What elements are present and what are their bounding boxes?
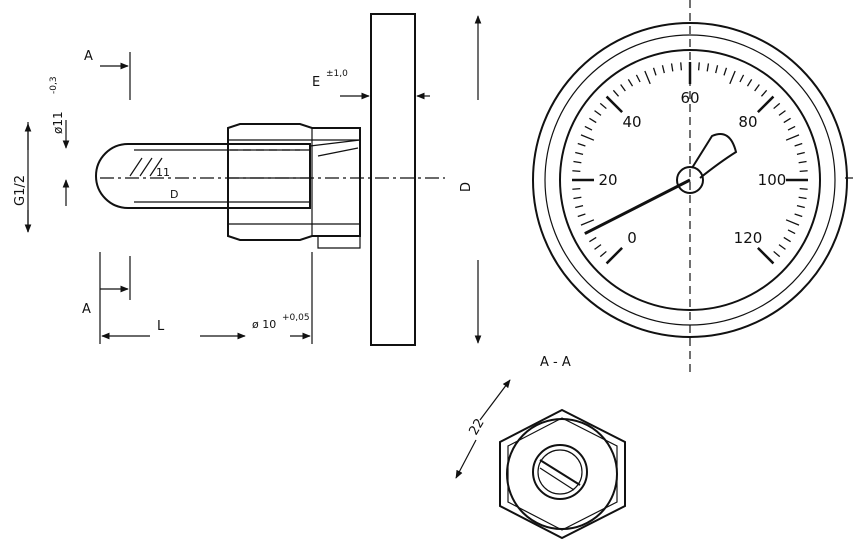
minor-tick	[594, 244, 602, 250]
flange-thickness-tolerance: ±1,0	[326, 69, 348, 79]
minor-tick	[644, 70, 651, 85]
minor-tick	[785, 134, 800, 141]
length-label: L	[157, 319, 165, 334]
scale-label-0: 0	[627, 229, 637, 247]
gauge-pointer-tail	[691, 133, 738, 179]
minor-tick	[715, 65, 719, 74]
stem	[128, 143, 311, 209]
minor-tick	[773, 250, 781, 258]
major-tick	[605, 246, 624, 265]
minor-tick	[575, 205, 584, 209]
hex-nut	[227, 123, 361, 241]
minor-tick	[697, 62, 700, 71]
wrench-size-label: 22	[466, 416, 487, 438]
gauge-bezel-inner	[544, 34, 836, 326]
minor-tick	[706, 63, 710, 72]
side-view: A A G1/2 ø11 -0,3 E ±1,0 L ø 10 +0,05 D …	[13, 13, 482, 346]
gauge-pointer	[584, 178, 691, 235]
section-title: A - A	[540, 355, 571, 370]
minor-tick	[778, 244, 786, 250]
minor-tick	[575, 151, 584, 155]
gauge-dial-face	[559, 49, 821, 311]
diameter-label: ø11	[51, 111, 65, 134]
minor-tick	[746, 79, 753, 87]
scale-label-80: 80	[738, 113, 757, 131]
bore-circle	[532, 444, 588, 500]
section-view: A - A 22	[455, 355, 626, 539]
minor-tick	[620, 84, 626, 92]
minor-tick	[577, 142, 586, 147]
gauge-case-flange	[370, 13, 416, 346]
minor-tick	[652, 67, 657, 76]
minor-tick	[787, 229, 796, 235]
minor-tick	[599, 102, 607, 110]
scale-label-40: 40	[622, 113, 641, 131]
minor-tick	[798, 196, 807, 200]
minor-tick	[612, 89, 620, 97]
minor-tick	[635, 74, 641, 83]
minor-tick	[794, 213, 803, 218]
gauge-scale-labels: 0 20 40 60 80 100 120	[598, 89, 786, 247]
minor-tick	[787, 125, 796, 131]
minor-tick	[594, 110, 602, 116]
minor-tick	[572, 187, 581, 190]
dial-diameter-label: D	[459, 182, 474, 192]
minor-tick	[754, 84, 760, 92]
minor-tick	[798, 160, 807, 164]
minor-tick	[783, 236, 791, 243]
minor-tick	[599, 250, 607, 258]
scale-label-20: 20	[598, 171, 617, 189]
minor-tick	[773, 102, 781, 110]
minor-tick	[627, 79, 634, 87]
major-tick	[756, 95, 775, 114]
minor-tick	[799, 170, 808, 173]
minor-tick	[778, 110, 786, 116]
minor-tick	[584, 125, 593, 131]
minor-tick	[783, 117, 791, 124]
minor-tick	[573, 160, 582, 164]
thread-dimension-label: G1/2	[13, 175, 28, 206]
minor-tick	[796, 151, 805, 155]
minor-tick	[796, 205, 805, 209]
minor-tick	[577, 213, 586, 218]
minor-tick	[580, 219, 595, 226]
scale-label-100: 100	[758, 171, 787, 189]
minor-tick	[729, 70, 736, 85]
minor-tick	[680, 62, 683, 71]
section-mark-top: A	[84, 49, 93, 64]
stem-slot	[539, 459, 581, 486]
minor-tick	[794, 142, 803, 147]
minor-tick	[580, 134, 595, 141]
minor-tick	[723, 67, 728, 76]
thread-outer-circle	[506, 418, 618, 530]
gauge-bezel-outer	[532, 22, 848, 338]
inner-label: D	[170, 188, 178, 201]
major-tick	[605, 95, 624, 114]
hex-section-outline	[499, 408, 626, 539]
minor-tick	[760, 89, 768, 97]
minor-tick	[589, 117, 597, 124]
minor-tick	[799, 187, 808, 190]
diameter-tolerance: -0,3	[49, 76, 59, 94]
stem-probe-tip	[95, 143, 129, 209]
minor-tick	[661, 65, 665, 74]
minor-tick	[572, 170, 581, 173]
minor-tick	[573, 196, 582, 200]
minor-tick	[589, 236, 597, 243]
scale-label-60: 60	[680, 89, 699, 107]
minor-tick	[785, 219, 800, 226]
stem-diameter-label: ø 10	[252, 318, 276, 331]
gauge-pointer-hub	[676, 166, 704, 194]
flange-thickness-label: E	[312, 75, 320, 90]
gauge-front-view: 0 20 40 60 80 100 120	[532, 0, 858, 372]
scale-label-120: 120	[734, 229, 763, 247]
pin-label: 11	[156, 166, 170, 179]
minor-tick	[670, 63, 674, 72]
major-tick	[756, 246, 775, 265]
minor-tick	[739, 74, 745, 83]
stem-diameter-tolerance: +0,05	[282, 313, 310, 323]
section-mark-bottom: A	[82, 302, 91, 317]
